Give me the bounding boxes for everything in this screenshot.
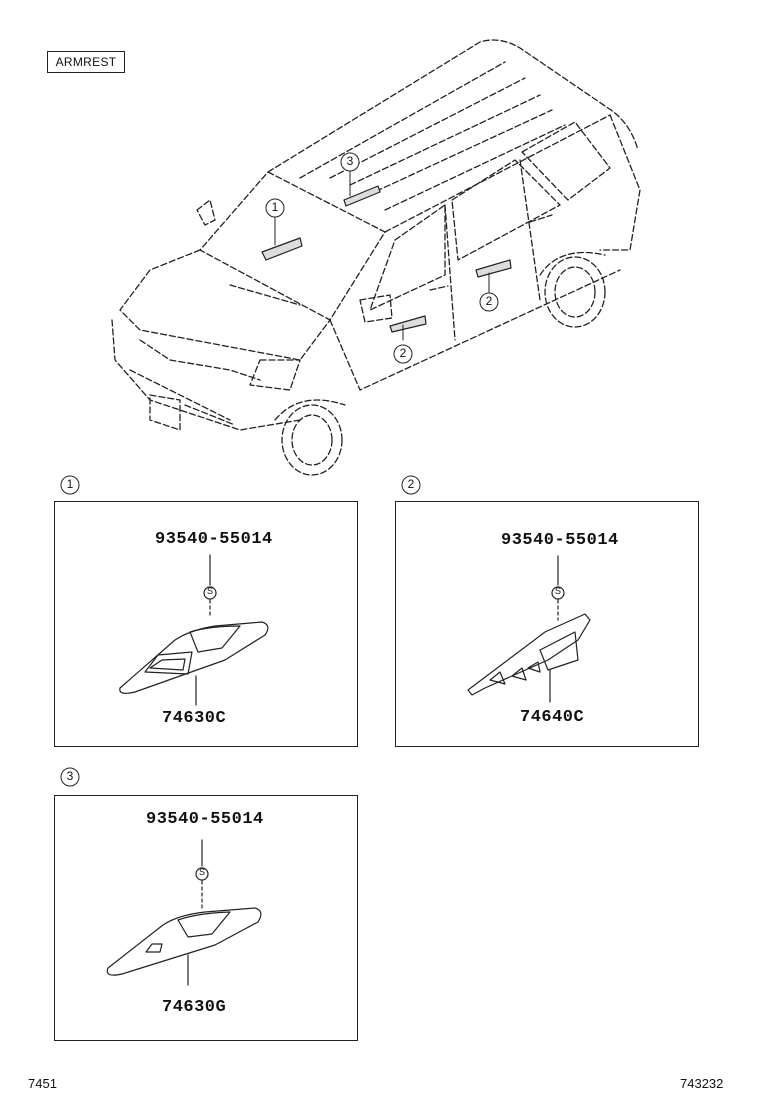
panel-3-heading: 3 xyxy=(66,769,74,783)
panel-2-part-number: 74640C xyxy=(520,708,585,727)
vehicle-callout-2-front: 2 xyxy=(399,346,407,360)
footer-right-code: 743232 xyxy=(680,1076,724,1091)
vehicle-callouts xyxy=(265,152,499,364)
section-title: ARMREST xyxy=(47,51,125,73)
panel-1 xyxy=(54,501,358,747)
vehicle-callout-2-rear: 2 xyxy=(485,294,493,308)
panel-2-drawing xyxy=(467,555,591,703)
panel-3-screw-mark: S xyxy=(198,867,205,877)
panel-3-drawing xyxy=(106,839,262,986)
vehicle-callout-1: 1 xyxy=(271,200,279,214)
panel-1-part-number: 74630C xyxy=(162,709,227,728)
panel-2 xyxy=(395,501,699,747)
vehicle-armrest-markers xyxy=(261,185,512,333)
panel-2-screw-part-number: 93540-55014 xyxy=(501,531,619,550)
panel-3-part-number: 74630G xyxy=(162,998,227,1017)
panel-2-screw-mark: S xyxy=(554,586,561,596)
panel-2-heading: 2 xyxy=(407,477,415,491)
panel-callouts xyxy=(60,475,421,787)
footer-left-code: 7451 xyxy=(28,1076,57,1091)
vehicle-illustration xyxy=(111,39,641,476)
panel-1-screw-part-number: 93540-55014 xyxy=(155,530,273,549)
vehicle-callout-3: 3 xyxy=(346,154,354,168)
vehicle-leaders xyxy=(274,169,490,341)
panel-3-screw-part-number: 93540-55014 xyxy=(146,810,264,829)
panel-3 xyxy=(54,795,358,1041)
panel-1-heading: 1 xyxy=(66,477,74,491)
panel-1-drawing xyxy=(119,554,269,706)
panel-1-screw-mark: S xyxy=(206,586,213,596)
